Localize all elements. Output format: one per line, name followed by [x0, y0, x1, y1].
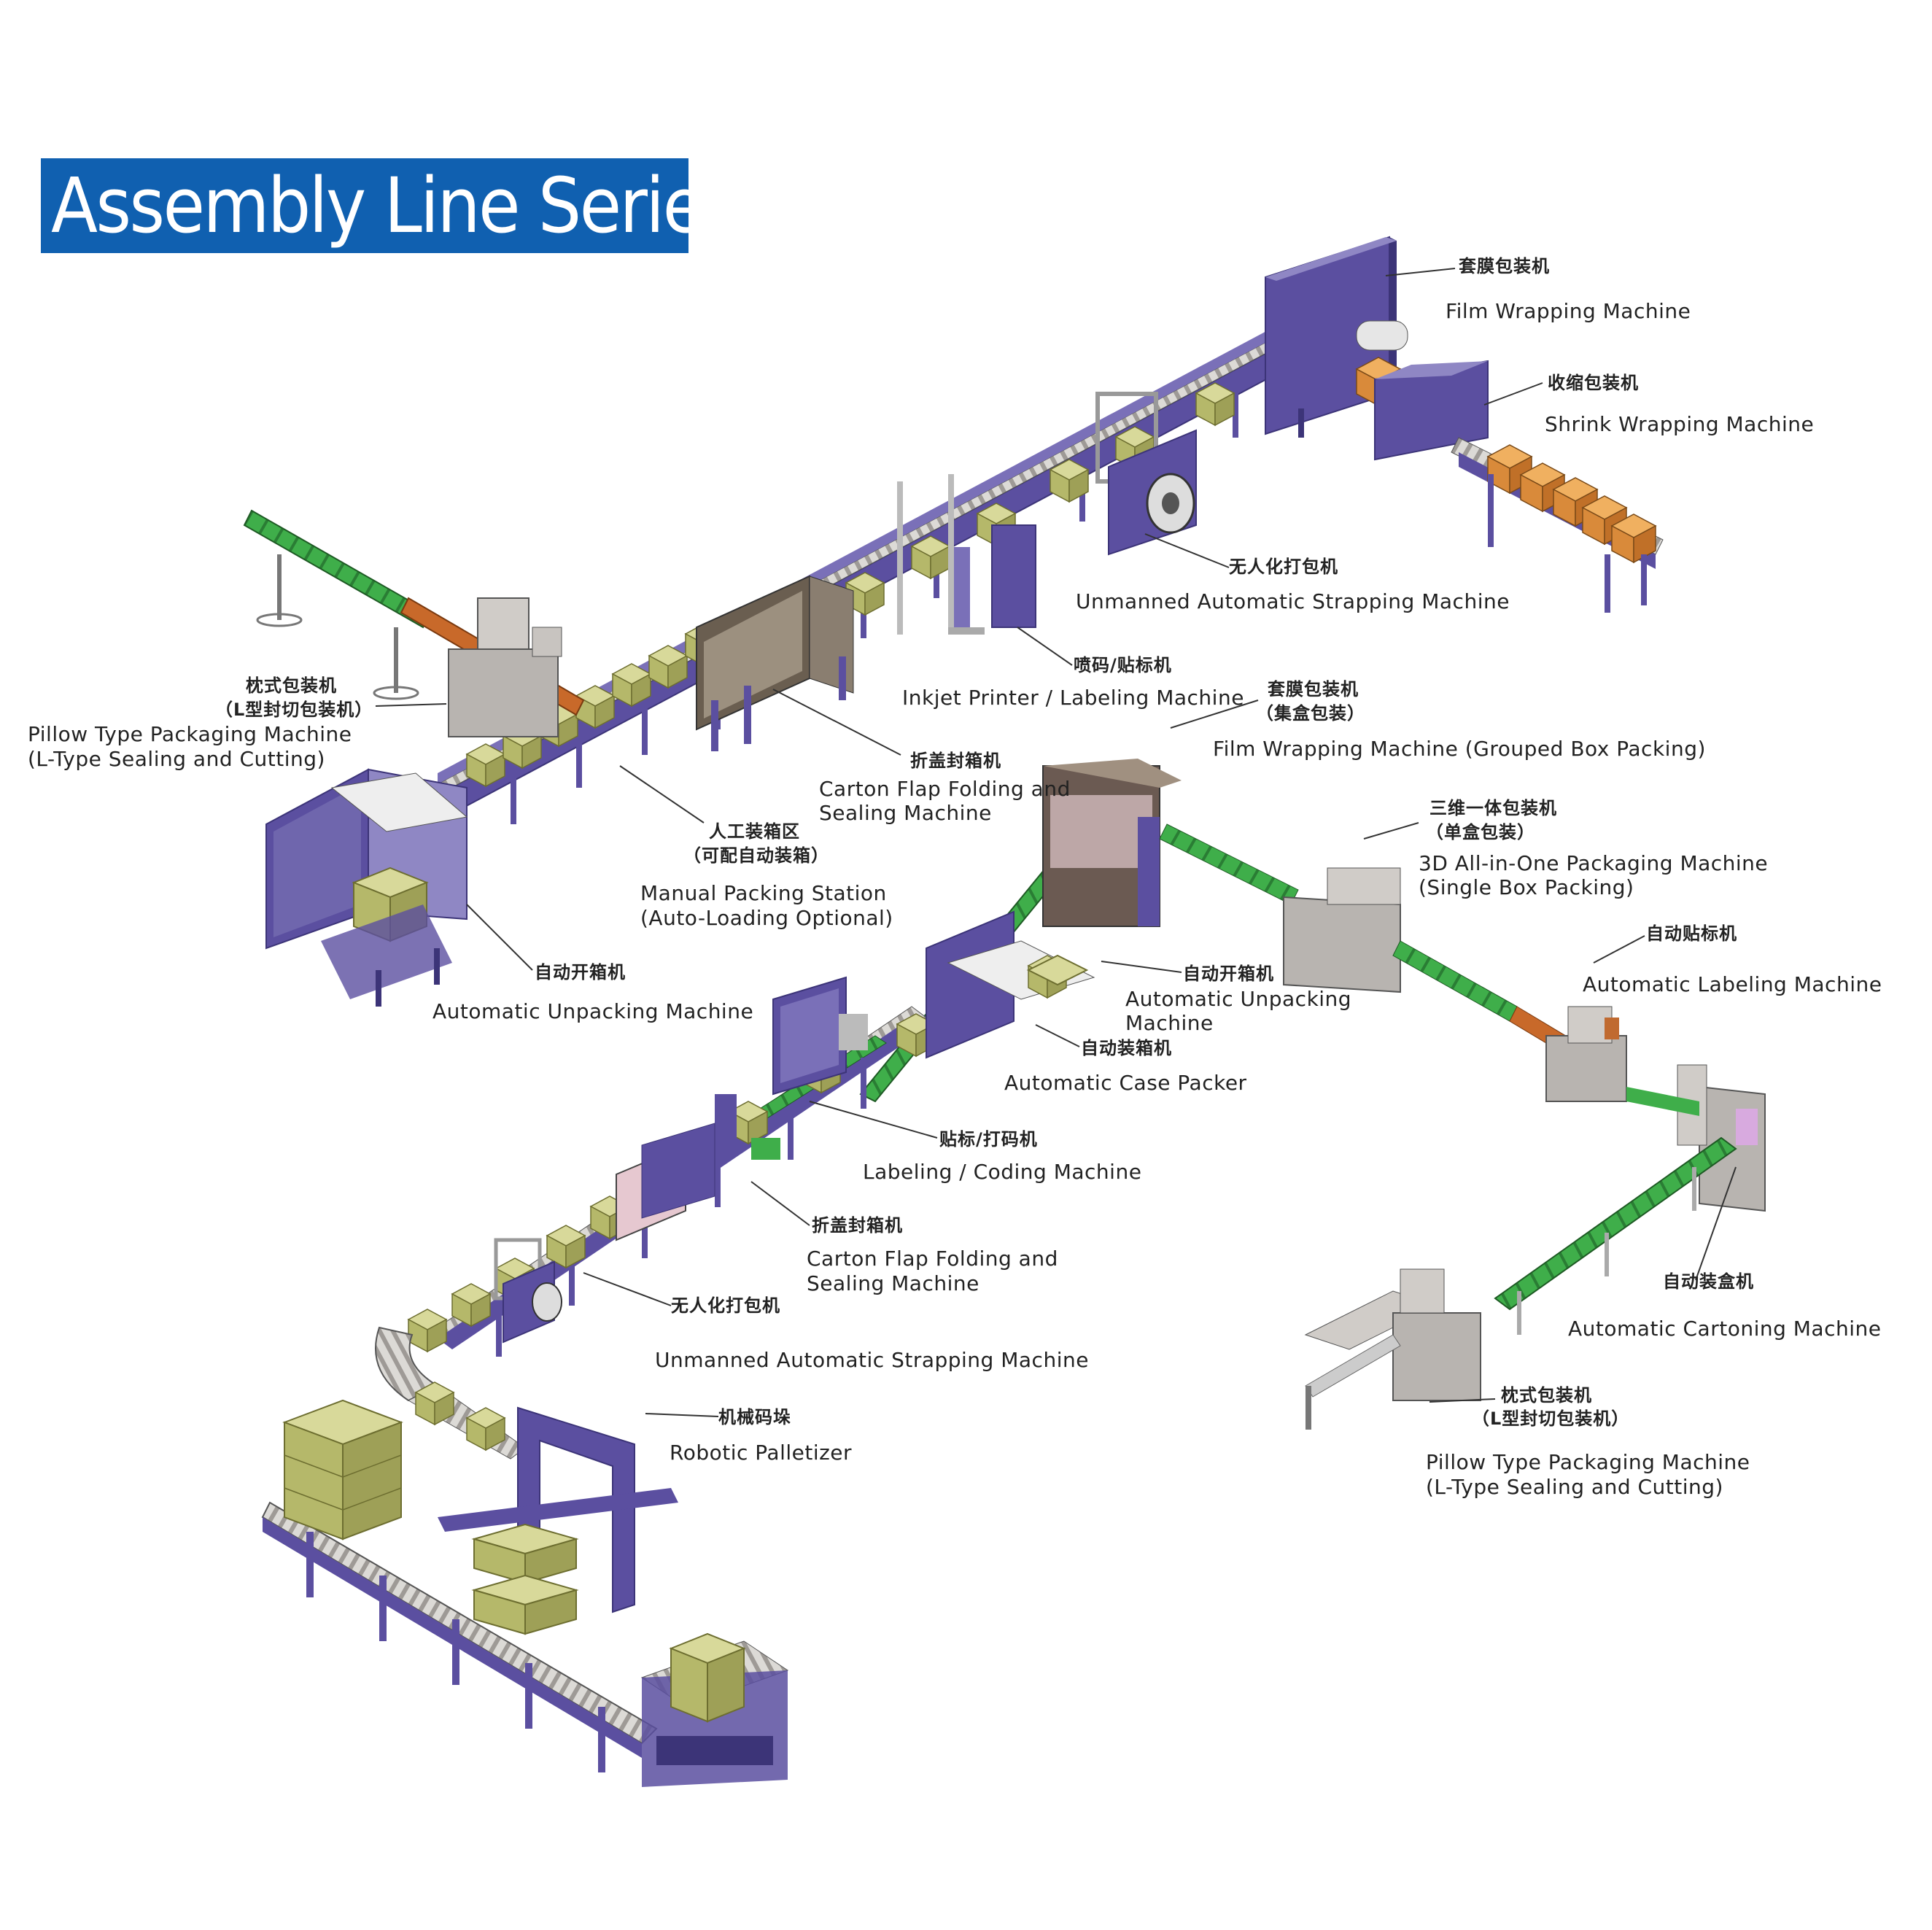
- flap-mid-en2: Sealing Machine: [807, 1271, 979, 1295]
- robotic-palletizer: [261, 1399, 789, 1787]
- auto-label-en: Automatic Labeling Machine: [1583, 972, 1882, 996]
- three-d-en1: 3D All-in-One Packaging Machine: [1419, 851, 1769, 875]
- pillow-top-en2: (L-Type Sealing and Cutting): [28, 747, 325, 771]
- manual-en2: (Auto-Loading Optional): [640, 906, 893, 930]
- strapping-machine-mid: [494, 1238, 562, 1344]
- strap-top-cn: 无人化打包机: [1229, 557, 1338, 577]
- cartoning-cn: 自动装盒机: [1663, 1271, 1754, 1292]
- flap-top-cn: 折盖封箱机: [910, 751, 1001, 771]
- pillow-right-en1: Pillow Type Packaging Machine: [1426, 1450, 1750, 1474]
- unpack-left-cn: 自动开箱机: [535, 962, 626, 983]
- palletizer-en: Robotic Palletizer: [670, 1441, 853, 1465]
- film-wrapping-machine: [1265, 236, 1408, 438]
- pillow-machine-right: [1304, 1268, 1481, 1430]
- manual-cn2: （可配自动装箱）: [683, 845, 829, 866]
- film-wrap-en: Film Wrapping Machine: [1446, 299, 1691, 323]
- inkjet-en: Inkjet Printer / Labeling Machine: [902, 686, 1244, 710]
- flap-mid-en1: Carton Flap Folding and: [807, 1247, 1058, 1271]
- film-wrap-cn: 套膜包装机: [1459, 256, 1550, 276]
- shrink-wrap-cn: 收缩包装机: [1548, 373, 1639, 393]
- leader-lines: [375, 268, 1737, 1417]
- unpack-mid-en1: Automatic Unpacking: [1125, 987, 1352, 1011]
- strapping-machine-top: [1095, 392, 1197, 556]
- case-packer-machine: [772, 976, 868, 1096]
- flap-sealing-machine-mid: [616, 1123, 715, 1241]
- manual-en1: Manual Packing Station: [640, 881, 887, 905]
- auto-labeling-machine: [1545, 1006, 1627, 1102]
- unpack-mid-cn: 自动开箱机: [1183, 964, 1274, 984]
- pillow-top-cn2: （L型封切包装机）: [215, 699, 373, 720]
- flap-mid-cn: 折盖封箱机: [812, 1215, 903, 1236]
- strap-top-en: Unmanned Automatic Strapping Machine: [1076, 589, 1510, 613]
- pillow-right-cn2: （L型封切包装机）: [1472, 1408, 1630, 1429]
- manual-cn1: 人工装箱区: [709, 821, 800, 842]
- cartoning-en: Automatic Cartoning Machine: [1568, 1317, 1882, 1341]
- shrink-wrap-en: Shrink Wrapping Machine: [1545, 412, 1815, 436]
- unpacking-machine-mid: [926, 910, 1095, 1059]
- top-conveyor-line: [436, 306, 1336, 824]
- inkjet-cn: 喷码/贴标机: [1074, 655, 1172, 675]
- label-coding-en: Labeling / Coding Machine: [863, 1160, 1142, 1184]
- film-grouped-en: Film Wrapping Machine (Grouped Box Packi…: [1213, 737, 1706, 761]
- inkjet-machine: [897, 474, 1036, 635]
- pillow-machine-top: [243, 509, 585, 737]
- case-packer-en: Automatic Case Packer: [1004, 1071, 1247, 1095]
- page-title: Assembly Line Series: [51, 161, 738, 250]
- pillow-right-cn1: 枕式包装机: [1501, 1385, 1592, 1406]
- flap-sealing-machine-top: [696, 575, 854, 751]
- three-d-cn2: （单盒包装）: [1426, 822, 1535, 842]
- pillow-right-en2: (L-Type Sealing and Cutting): [1426, 1475, 1723, 1499]
- palletizer-cn: 机械码垛: [718, 1407, 791, 1427]
- unpack-mid-en2: Machine: [1125, 1011, 1214, 1035]
- flap-top-en1: Carton Flap Folding and: [819, 777, 1071, 801]
- auto-label-cn: 自动贴标机: [1646, 923, 1737, 944]
- film-grouped-cn1: 套膜包装机: [1268, 679, 1359, 699]
- title-banner: Assembly Line Series: [41, 158, 738, 253]
- flap-top-en2: Sealing Machine: [819, 801, 992, 825]
- curve-conveyor: [375, 1326, 526, 1460]
- shrink-wrapping-machine: [1374, 360, 1664, 613]
- film-grouped-cn2: （集盒包装）: [1256, 703, 1365, 724]
- strap-mid-en: Unmanned Automatic Strapping Machine: [655, 1348, 1089, 1372]
- case-packer-cn: 自动装箱机: [1081, 1038, 1172, 1058]
- strap-mid-cn: 无人化打包机: [671, 1295, 780, 1316]
- unpack-left-en: Automatic Unpacking Machine: [432, 999, 754, 1023]
- pillow-top-cn1: 枕式包装机: [246, 675, 337, 696]
- three-d-en2: (Single Box Packing): [1419, 875, 1634, 899]
- pillow-top-en1: Pillow Type Packaging Machine: [28, 722, 352, 746]
- labeling-coding-machine: [715, 1094, 780, 1160]
- three-d-cn1: 三维一体包装机: [1429, 798, 1557, 818]
- 3d-all-in-one-machine: [1042, 759, 1299, 927]
- right-down-conveyor: [1494, 1136, 1737, 1335]
- unpacking-machine-left: [265, 768, 468, 1007]
- label-coding-cn: 贴标/打码机: [939, 1129, 1038, 1150]
